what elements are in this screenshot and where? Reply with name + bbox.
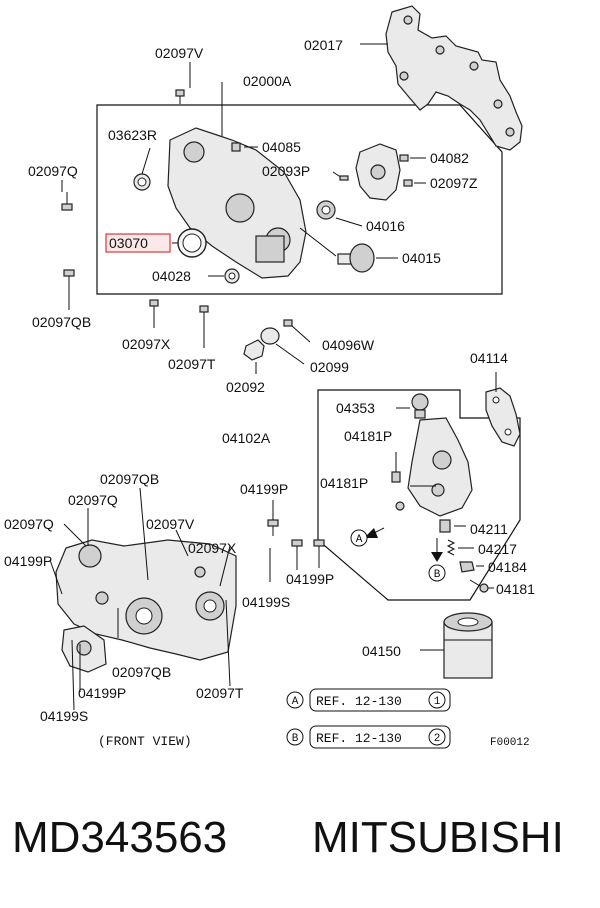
- label-04181: 04181: [496, 581, 535, 597]
- label-02097X-front: 02097X: [188, 540, 237, 556]
- brand-name: MITSUBISHI: [312, 813, 564, 862]
- ref-a-marker: A: [292, 696, 299, 708]
- label-04150: 04150: [362, 643, 401, 659]
- bolt-04199P-right-drawing: [313, 539, 325, 568]
- flow-arrow-a-icon: [364, 527, 385, 538]
- ref-a-text: REF. 12-130: [316, 694, 402, 709]
- label-03070: 03070: [109, 235, 148, 251]
- label-02017: 02017: [304, 37, 343, 53]
- bolt-02097Q-drawing: [61, 192, 73, 211]
- label-02097T: 02097T: [168, 356, 216, 372]
- relief-plug-04211-drawing: [439, 519, 451, 533]
- label-04015: 04015: [402, 250, 441, 266]
- label-02097V-front: 02097V: [146, 516, 195, 532]
- marker-a-icon: A: [350, 529, 368, 547]
- label-02097Q: 02097Q: [28, 163, 78, 179]
- plug-04181-drawing: [479, 583, 489, 593]
- oil-filter-bracket-group-box: [317, 389, 521, 601]
- label-04114: 04114: [470, 350, 508, 366]
- ref-b-marker: B: [292, 733, 299, 745]
- label-04199P-top: 04199P: [240, 481, 288, 497]
- label-02000A: 02000A: [243, 73, 292, 89]
- label-04199S-mid: 04199S: [242, 594, 290, 610]
- label-03623R: 03623R: [108, 127, 157, 143]
- label-04096W: 04096W: [322, 337, 375, 353]
- label-04211: 04211: [470, 521, 508, 537]
- label-02092: 02092: [226, 379, 265, 395]
- bolt-04096W-drawing: [283, 319, 311, 343]
- oil-pressure-switch-drawing: [411, 393, 429, 419]
- gasket-02092-drawing: [243, 339, 265, 361]
- bolt-02097QB-drawing: [63, 269, 75, 296]
- label-02097QB-front-top: 02097QB: [100, 471, 159, 487]
- label-04217: 04217: [478, 541, 517, 557]
- front-case-gasket-drawing: [385, 5, 523, 151]
- label-04028: 04028: [152, 268, 191, 284]
- front-case-group-box: [96, 104, 503, 295]
- front-view-caption: (FRONT VIEW): [98, 734, 192, 749]
- label-02099: 02099: [310, 359, 349, 375]
- bolt-04199P-mid-drawing: [267, 500, 279, 536]
- label-04199P-mid: 04199P: [286, 571, 334, 587]
- ref-b-number: 2: [434, 733, 441, 745]
- label-04102A: 04102A: [222, 430, 271, 446]
- o-ring-02099-drawing: [260, 327, 280, 345]
- plunger-04184-drawing: [459, 561, 475, 573]
- bolt-02097V-drawing: [175, 89, 185, 104]
- label-02097V: 02097V: [155, 45, 204, 61]
- label-04353: 04353: [336, 400, 375, 416]
- highlight-box-03070: [105, 233, 171, 253]
- label-02097QB: 02097QB: [32, 314, 91, 330]
- bolt-02097X-drawing: [149, 299, 159, 328]
- drive-gear-04015-drawing: [337, 243, 375, 273]
- ref-b-text: REF. 12-130: [316, 731, 402, 746]
- label-04184: 04184: [488, 559, 527, 575]
- plug-04181P-drawing: [391, 471, 401, 483]
- flow-arrow-b-icon: [431, 538, 443, 562]
- relief-spring-04217-drawing: [446, 539, 456, 556]
- label-04199P-front: 04199P: [4, 553, 52, 569]
- marker-a-label: A: [356, 534, 363, 546]
- marker-b-icon: B: [428, 564, 446, 582]
- label-04082: 04082: [430, 150, 469, 166]
- label-04199S-bottom: 04199S: [40, 708, 88, 724]
- part-number: MD343563: [12, 813, 227, 862]
- label-04199P-bottom: 04199P: [78, 685, 126, 701]
- label-04016: 04016: [366, 218, 405, 234]
- gasket-04114-drawing: [485, 387, 521, 447]
- ref-row-a: A REF. 12-130 1: [286, 688, 451, 712]
- bolt-02097T-drawing: [199, 305, 209, 348]
- label-02097T-front: 02097T: [196, 685, 244, 701]
- label-04085: 04085: [262, 139, 301, 155]
- figure-code: F00012: [490, 737, 530, 749]
- label-04181P-b: 04181P: [320, 475, 368, 491]
- label-02097Q-front-1: 02097Q: [68, 492, 118, 508]
- label-04181P-a: 04181P: [344, 428, 392, 444]
- plug-04085-drawing: [231, 142, 241, 152]
- marker-b-label: B: [434, 569, 441, 581]
- callout-labels: 02097V 02000A 02017 03623R 04085 04082 0…: [4, 37, 535, 724]
- ref-a-number: 1: [434, 696, 441, 708]
- bolt-04199S-drawing: [269, 539, 303, 582]
- label-02097Q-front-2: 02097Q: [4, 516, 54, 532]
- label-02093P: 02093P: [262, 163, 310, 179]
- oil-filter-04150-drawing: [443, 612, 493, 679]
- label-02097QB-front-2: 02097QB: [112, 664, 171, 680]
- label-02097X: 02097X: [122, 336, 171, 352]
- ref-row-b: B REF. 12-130 2: [286, 725, 451, 749]
- label-02097Z: 02097Z: [430, 175, 478, 191]
